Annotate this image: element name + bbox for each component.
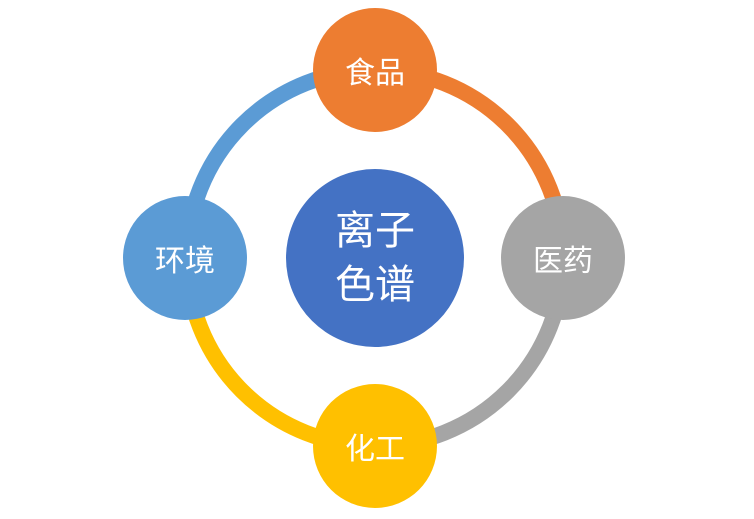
center-label-line2: 色谱 <box>335 262 415 308</box>
node-pharma-label: 医药 <box>533 244 593 279</box>
node-food-label: 食品 <box>345 56 405 91</box>
center-node-ion-chromatography: 离子 色谱 <box>286 169 464 347</box>
node-pharma: 医药 <box>501 196 625 320</box>
node-environment-label: 环境 <box>155 244 215 279</box>
center-label-line1: 离子 <box>335 208 415 254</box>
node-chemical-label: 化工 <box>345 432 405 467</box>
node-chemical: 化工 <box>313 384 437 508</box>
node-food: 食品 <box>313 8 437 132</box>
node-environment: 环境 <box>123 196 247 320</box>
